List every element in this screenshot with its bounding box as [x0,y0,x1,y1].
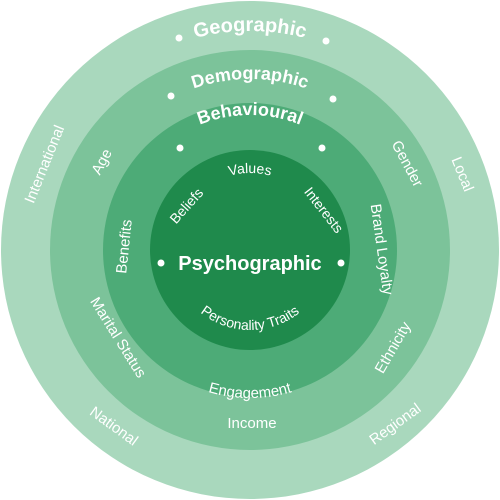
psychographic-title-dot-right [337,259,345,267]
behavioural-title-dot-left [176,144,184,152]
psychographic-title: Psychographic [178,253,321,275]
behavioural-label-benefits: Benefits [113,219,136,275]
geographic-title-dot-left [175,34,183,42]
psychographic-title-dot-left [157,259,165,267]
demographic-title-dot-right [329,95,337,103]
demographic-label-income: Income [227,415,276,432]
psychographic-core [150,150,350,350]
psychographic-label-values: Values [227,160,274,179]
behavioural-title-dot-right [318,144,326,152]
behavioural-label-engagement: Engagement [207,379,294,402]
geographic-title-dot-right [322,37,330,45]
demographic-title-dot-left [167,92,175,100]
